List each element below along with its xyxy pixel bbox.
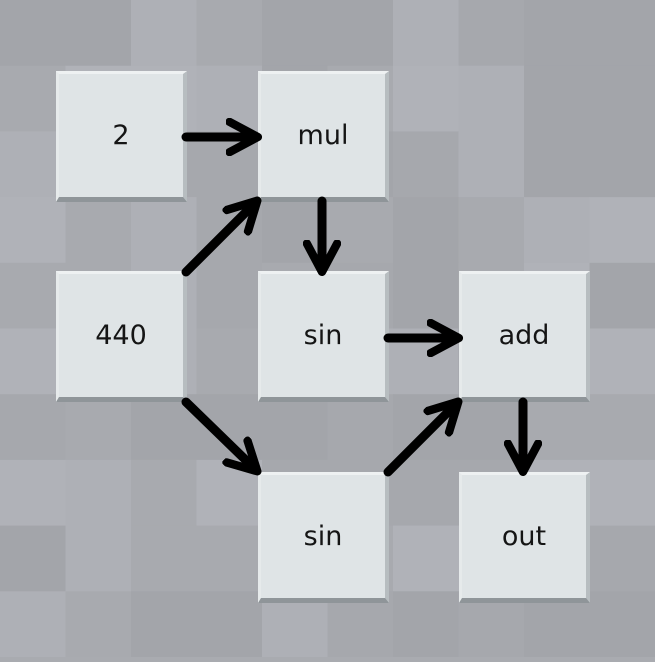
grid-cell xyxy=(524,197,590,263)
grid-cell xyxy=(0,0,66,66)
grid-cell xyxy=(393,197,459,263)
node-label: 440 xyxy=(95,320,147,351)
grid-cell xyxy=(524,66,590,132)
grid-cell xyxy=(197,0,263,66)
grid-cell xyxy=(459,0,525,66)
node-label: mul xyxy=(298,120,349,151)
grid-cell xyxy=(393,0,459,66)
grid-cell xyxy=(197,66,263,132)
grid-cell xyxy=(66,591,132,657)
grid-cell xyxy=(524,0,590,66)
grid-cell xyxy=(590,0,655,66)
grid-cell xyxy=(328,197,394,263)
node-label: out xyxy=(502,521,546,552)
grid-cell xyxy=(393,526,459,592)
grid-cell xyxy=(328,394,394,460)
grid-cell xyxy=(131,460,197,526)
grid-cell xyxy=(590,460,655,526)
node-add[interactable]: add xyxy=(459,271,590,402)
grid-cell xyxy=(197,197,263,263)
node-mul[interactable]: mul xyxy=(258,71,389,202)
grid-cell xyxy=(131,591,197,657)
grid-cell xyxy=(0,526,66,592)
node-label: 2 xyxy=(112,120,129,151)
grid-cell xyxy=(262,197,328,263)
grid-cell xyxy=(197,394,263,460)
grid-cell xyxy=(590,263,655,329)
grid-cell xyxy=(131,0,197,66)
grid-cell xyxy=(524,131,590,197)
grid-cell xyxy=(459,66,525,132)
grid-cell xyxy=(197,329,263,395)
grid-cell xyxy=(0,197,66,263)
grid-cell xyxy=(197,263,263,329)
grid-cell xyxy=(459,197,525,263)
grid-cell xyxy=(0,460,66,526)
grid-cell xyxy=(328,0,394,66)
node-sin-b[interactable]: sin xyxy=(258,472,389,603)
grid-cell xyxy=(590,526,655,592)
grid-cell xyxy=(262,394,328,460)
grid-cell xyxy=(66,197,132,263)
grid-cell xyxy=(131,197,197,263)
grid-cell xyxy=(197,460,263,526)
grid-cell xyxy=(393,131,459,197)
grid-cell xyxy=(197,131,263,197)
grid-cell xyxy=(131,394,197,460)
grid-cell xyxy=(197,591,263,657)
grid-cell xyxy=(66,394,132,460)
node-2[interactable]: 2 xyxy=(56,71,187,202)
grid-cell xyxy=(393,263,459,329)
node-label: add xyxy=(499,320,550,351)
node-label: sin xyxy=(304,521,343,552)
grid-cell xyxy=(393,329,459,395)
grid-cell xyxy=(590,66,655,132)
grid-cell xyxy=(131,526,197,592)
grid-cell xyxy=(590,197,655,263)
grid-cell xyxy=(393,460,459,526)
grid-cell xyxy=(590,591,655,657)
grid-cell xyxy=(66,526,132,592)
grid-cell xyxy=(393,394,459,460)
grid-cell xyxy=(66,0,132,66)
node-440[interactable]: 440 xyxy=(56,271,187,402)
grid-cell xyxy=(393,591,459,657)
grid-cell xyxy=(590,329,655,395)
grid-cell xyxy=(459,394,525,460)
grid-cell xyxy=(524,394,590,460)
node-out[interactable]: out xyxy=(459,472,590,603)
grid-cell xyxy=(459,131,525,197)
grid-cell xyxy=(393,66,459,132)
grid-cell xyxy=(590,131,655,197)
grid-cell xyxy=(0,591,66,657)
grid-cell xyxy=(197,526,263,592)
grid-cell xyxy=(262,0,328,66)
node-label: sin xyxy=(304,320,343,351)
grid-cell xyxy=(66,460,132,526)
grid-cell xyxy=(590,394,655,460)
node-sin-a[interactable]: sin xyxy=(258,271,389,402)
grid-cell xyxy=(0,394,66,460)
